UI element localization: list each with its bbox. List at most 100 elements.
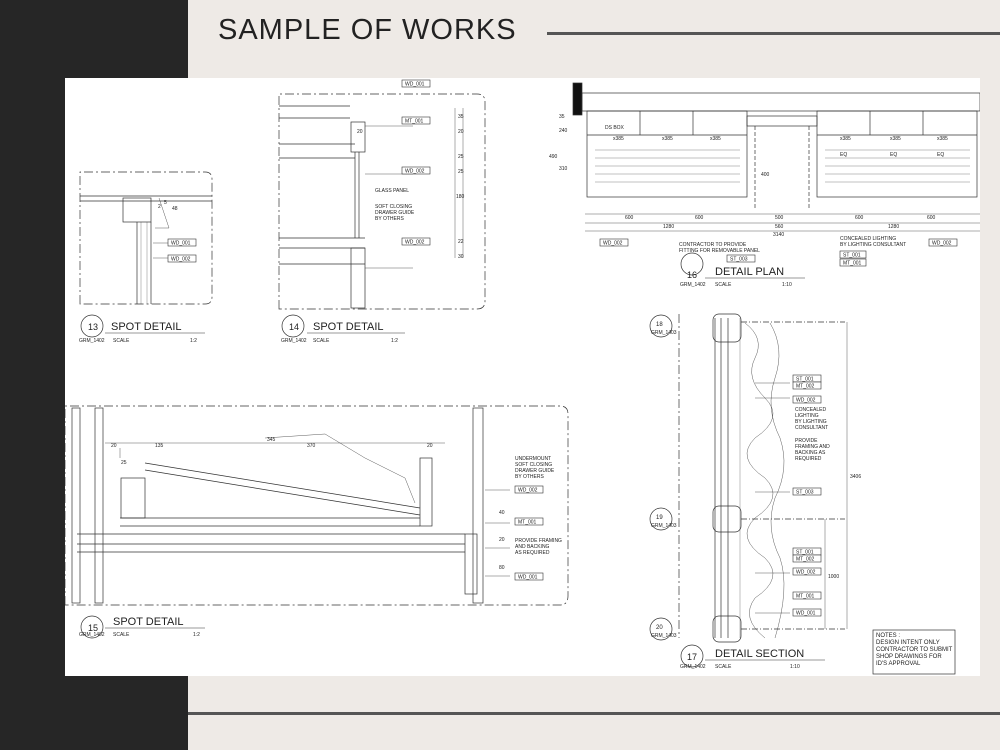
- dimension: 1280: [663, 224, 674, 230]
- dimension: 400: [761, 172, 770, 178]
- detail-ref: GRM_1402: [680, 282, 706, 288]
- annotation: BY OTHERS: [375, 216, 404, 222]
- annotation: SOFT CLOSING: [515, 462, 552, 468]
- detail-number: 13: [88, 322, 98, 332]
- scale-value: 1:2: [391, 338, 398, 344]
- detail-bubbles: [80, 252, 704, 668]
- dims-detail-15: 20 135 345 370 20 25 40 20 80: [111, 437, 505, 571]
- dimension: 22: [458, 239, 464, 245]
- dimension: 370: [307, 443, 316, 449]
- detail-number: 15: [88, 623, 98, 633]
- drawing-canvas: 13 SPOT DETAIL GRM_1402 SCALE 1:2 14 SPO…: [64, 79, 981, 675]
- dimension: 35: [559, 114, 565, 120]
- annotation: UNDERMOUNT: [515, 456, 551, 462]
- scale-label: SCALE: [113, 632, 130, 638]
- dims-detail-16: 600 1280 600 500 560 3140 600 1280 600 4…: [549, 114, 936, 238]
- dimension: 600: [855, 215, 864, 221]
- material-tag: WD_002: [171, 257, 191, 263]
- detail-plan-16-drawing: [572, 82, 981, 232]
- detail-ref: GRM_1402: [680, 664, 706, 670]
- title-block-17: 17 DETAIL SECTION GRM_1402 SCALE 1:10: [680, 648, 825, 670]
- annotation: CONSULTANT: [795, 425, 828, 431]
- section-ref: GRM_1403: [651, 523, 677, 529]
- notes-detail-15: UNDERMOUNT SOFT CLOSING DRAWER GUIDE BY …: [515, 456, 562, 556]
- annotation: SOFT CLOSING: [375, 204, 412, 210]
- material-tag: WD_001: [405, 82, 425, 88]
- page-title: SAMPLE OF WORKS: [218, 14, 517, 46]
- dimension: 30: [458, 254, 464, 260]
- material-tag: WD_002: [405, 240, 425, 246]
- title-block-15: 15 SPOT DETAIL GRM_1402 SCALE 1:2: [79, 616, 205, 638]
- title-rule: [547, 32, 1000, 35]
- section-ref: GRM_1403: [651, 633, 677, 639]
- notes-detail-16: DS BOX x385 x385 x385 x385 x385 x385 EQ …: [605, 125, 948, 254]
- scale-label: SCALE: [113, 338, 130, 344]
- section-number: 19: [656, 515, 663, 521]
- scale-value: 1:10: [790, 664, 800, 670]
- material-tag: ST_001: [796, 377, 814, 383]
- dimension: 20: [111, 443, 117, 449]
- detail-number: 16: [687, 270, 697, 280]
- plan-mark: x385: [890, 136, 901, 142]
- material-tag: MT_001: [518, 520, 537, 526]
- material-tag: MT_001: [843, 261, 862, 267]
- plan-mark: EQ: [840, 152, 847, 158]
- dimension: 35: [458, 114, 464, 120]
- annotation: AS REQUIRED: [515, 550, 550, 556]
- title-block-16: 16 DETAIL PLAN GRM_1402 SCALE 1:10: [680, 266, 805, 288]
- dimension: 600: [695, 215, 704, 221]
- dimension: 1000: [828, 574, 839, 580]
- tags-detail-14: WD_001 MT_001 WD_002 WD_002: [401, 79, 431, 246]
- dimension: 560: [775, 224, 784, 230]
- dimension: 310: [559, 166, 568, 172]
- plan-mark: x385: [840, 136, 851, 142]
- dimension: 20: [357, 129, 363, 135]
- annotation: DRAWER GUIDE: [515, 468, 555, 474]
- dimension: 40: [499, 510, 505, 516]
- plan-mark: EQ: [937, 152, 944, 158]
- note-line: SHOP DRAWINGS FOR: [876, 654, 942, 660]
- material-tag: WD_002: [796, 398, 816, 404]
- dimension: 180: [456, 194, 465, 200]
- plan-mark: x385: [710, 136, 721, 142]
- section-number: 20: [656, 625, 663, 631]
- material-tag: MT_001: [405, 119, 424, 125]
- annotation: BY OTHERS: [515, 474, 544, 480]
- spot-detail-14-drawing: [278, 93, 486, 310]
- dimension: 500: [775, 215, 784, 221]
- notes-detail-14: GLASS PANEL SOFT CLOSING DRAWER GUIDE BY…: [375, 188, 415, 222]
- annotation: DRAWER GUIDE: [375, 210, 415, 216]
- annotation: DS BOX: [605, 125, 625, 131]
- detail-title: SPOT DETAIL: [111, 321, 182, 333]
- material-tag: WD_002: [932, 241, 952, 247]
- scale-value: 1:10: [782, 282, 792, 288]
- dimension: 3140: [773, 232, 784, 238]
- tags-detail-13: WD_001 WD_002: [167, 238, 197, 263]
- spot-detail-13-drawing: [79, 171, 213, 305]
- dims-detail-17: 3406 1000: [828, 474, 861, 580]
- material-tag: MT_002: [796, 384, 815, 390]
- scale-label: SCALE: [715, 664, 732, 670]
- section-markers: 18 GRM_1403 19 GRM_1403 20 GRM_1403: [651, 322, 677, 639]
- dimension: 80: [499, 565, 505, 571]
- dimension: 20: [499, 537, 505, 543]
- detail-ref: GRM_1402: [79, 632, 105, 638]
- title-block-14: 14 SPOT DETAIL GRM_1402 SCALE 1:2: [281, 321, 405, 344]
- annotation: CONTRACTOR TO PROVIDE: [679, 242, 747, 248]
- dimension: 25: [458, 154, 464, 160]
- dims-detail-14: 20 35 20 25 25 180 22 30: [357, 114, 465, 260]
- dims-detail-13: 2 5 48: [158, 200, 178, 212]
- dimension: 600: [625, 215, 634, 221]
- tags-detail-17: ST_001 MT_002 WD_002 ST_003 ST_001 MT_00…: [792, 374, 822, 617]
- material-tag: WD_002: [796, 570, 816, 576]
- section-ref: GRM_1403: [651, 330, 677, 336]
- annotation: BACKING AS: [795, 450, 826, 456]
- annotation: CONCEALED: [795, 407, 827, 413]
- detail-ref: GRM_1402: [79, 338, 105, 344]
- section-number: 18: [656, 322, 663, 328]
- plan-mark: x385: [937, 136, 948, 142]
- annotation: FRAMING AND: [795, 444, 830, 450]
- dimension: 135: [155, 443, 164, 449]
- detail-section-17-drawing: [678, 313, 956, 675]
- dimension: 25: [121, 460, 127, 466]
